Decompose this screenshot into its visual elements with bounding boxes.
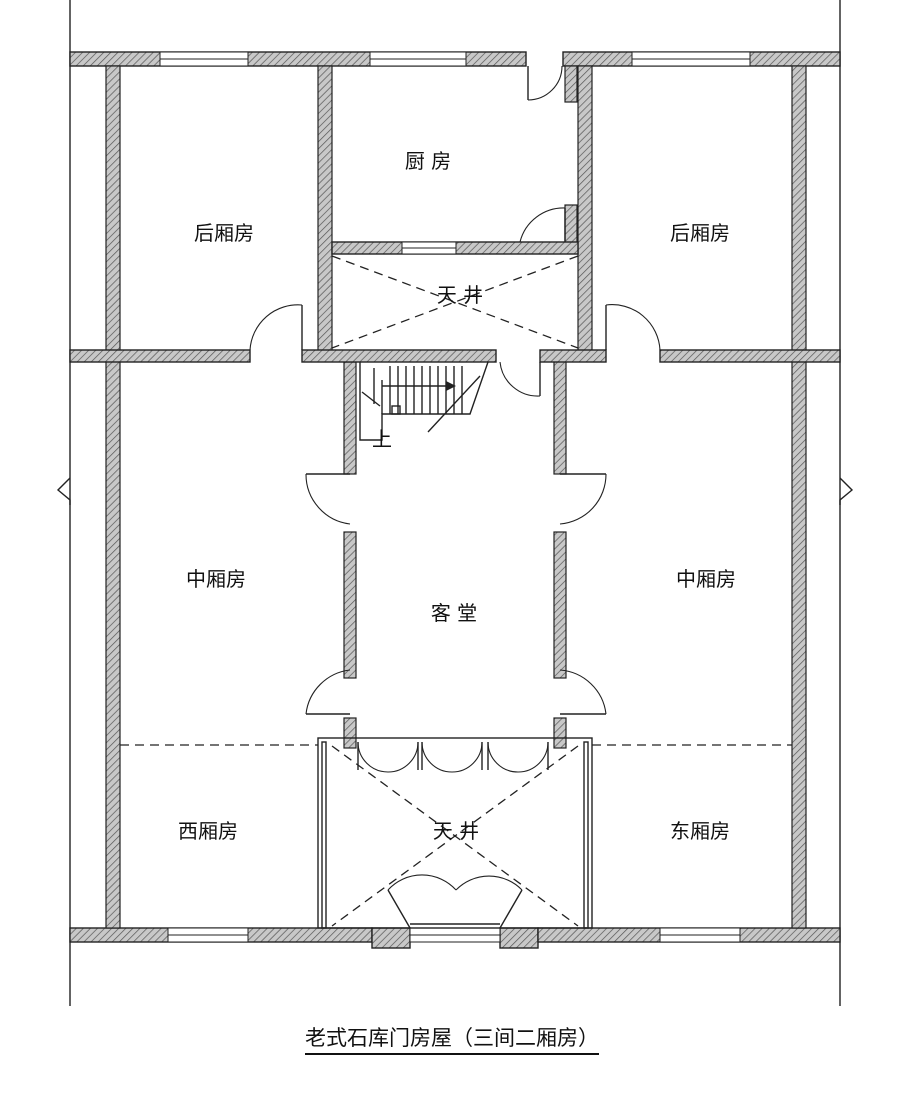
bottom-windows bbox=[167, 927, 741, 943]
site-boundary bbox=[56, 0, 854, 1006]
drawing-title: 老式石库门房屋（三间二厢房） bbox=[0, 1022, 904, 1055]
room-label-back-wing-right: 后厢房 bbox=[670, 221, 730, 245]
front-courtyard bbox=[120, 737, 792, 929]
room-labels: 厨 房 后厢房 后厢房 天 井 上 中厢房 中厢房 客 堂 西厢房 天 井 东厢… bbox=[178, 149, 736, 843]
top-windows bbox=[159, 51, 751, 67]
room-label-west-wing: 西厢房 bbox=[178, 819, 238, 843]
room-label-rear-courtyard: 天 井 bbox=[437, 283, 483, 307]
room-label-middle-wing-left: 中厢房 bbox=[186, 567, 246, 591]
staircase bbox=[359, 361, 489, 441]
room-label-kitchen: 厨 房 bbox=[405, 149, 451, 173]
room-label-back-wing-left: 后厢房 bbox=[194, 221, 254, 245]
drawing-title-text: 老式石库门房屋（三间二厢房） bbox=[305, 1026, 599, 1055]
stair-up-label: 上 bbox=[372, 427, 392, 451]
kitchen-window bbox=[401, 241, 457, 255]
room-label-front-courtyard: 天 井 bbox=[433, 819, 479, 843]
room-label-east-wing: 东厢房 bbox=[670, 819, 730, 843]
vertical-walls bbox=[105, 65, 807, 929]
room-label-living-hall: 客 堂 bbox=[431, 601, 477, 625]
doors bbox=[249, 65, 661, 929]
room-label-middle-wing-right: 中厢房 bbox=[676, 567, 736, 591]
rear-courtyard-marking bbox=[331, 255, 579, 349]
